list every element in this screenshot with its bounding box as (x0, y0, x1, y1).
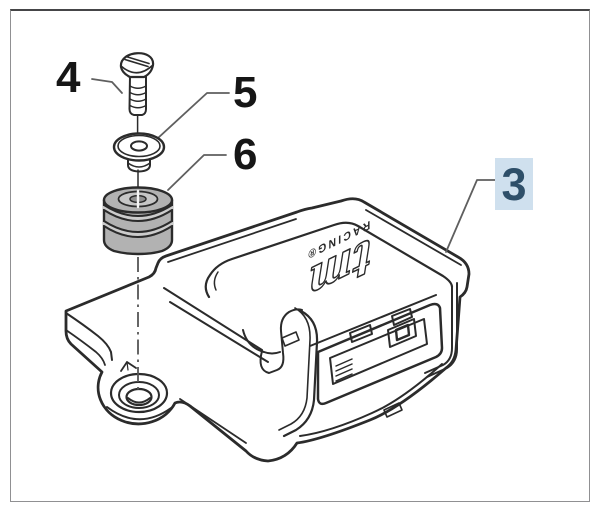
lid-small-tab (281, 331, 300, 347)
lid-plateau-outline (204, 221, 454, 299)
skirt-right-edge-b (426, 282, 458, 378)
body-back-rim (167, 218, 297, 263)
callout-part5[interactable]: 5 (233, 68, 258, 117)
connector-latch-2 (391, 308, 413, 326)
callout-part4[interactable]: 4 (56, 53, 81, 102)
body-front-left-bottom-edge (169, 301, 269, 363)
grommet-part (102, 186, 174, 256)
connector-plug (329, 318, 428, 385)
screw-slot (124, 55, 150, 68)
plate-front-edge (65, 312, 113, 361)
connector-rim (309, 294, 437, 347)
body-front-left-top-edge (163, 287, 263, 351)
drain-tab (383, 402, 403, 418)
connector-teeth (335, 358, 353, 382)
lid-thumb-recess (242, 329, 281, 355)
lid-strap-hook (259, 308, 303, 374)
skirt-right-edge-a (424, 286, 453, 374)
connector-window (387, 318, 417, 348)
leader-part5 (157, 92, 230, 139)
leader-part4 (91, 78, 123, 94)
front-corner-skirt (278, 307, 311, 431)
front-corner-edge (282, 309, 319, 438)
mounting-lug (106, 361, 172, 421)
diagram-border-frame (10, 9, 590, 502)
connector-latch-1 (349, 324, 373, 343)
bottom-rim-line (299, 363, 443, 437)
leader-part6 (167, 154, 227, 191)
connector-socket (309, 294, 444, 406)
lid-plateau-step (213, 271, 219, 291)
ecu-unit-illustration: tm RACING® (64, 197, 471, 463)
screw-part (119, 52, 155, 142)
connector-opening (316, 302, 444, 406)
grommet-grooves (102, 204, 174, 238)
plate-thickness-edge (65, 329, 106, 366)
leader-lines (91, 78, 496, 253)
callout-part3-highlighted[interactable]: 3 (495, 158, 533, 210)
plate-edge-right-of-lug (179, 398, 247, 444)
lid-skirt-back-right (365, 209, 462, 266)
connector-key (394, 323, 411, 342)
washer-rim (117, 134, 161, 158)
leader-part3 (445, 179, 496, 253)
washer-part (112, 132, 166, 197)
callout-part6[interactable]: 6 (233, 130, 258, 179)
screw-threads (129, 85, 147, 109)
screw-head-base (120, 64, 154, 74)
